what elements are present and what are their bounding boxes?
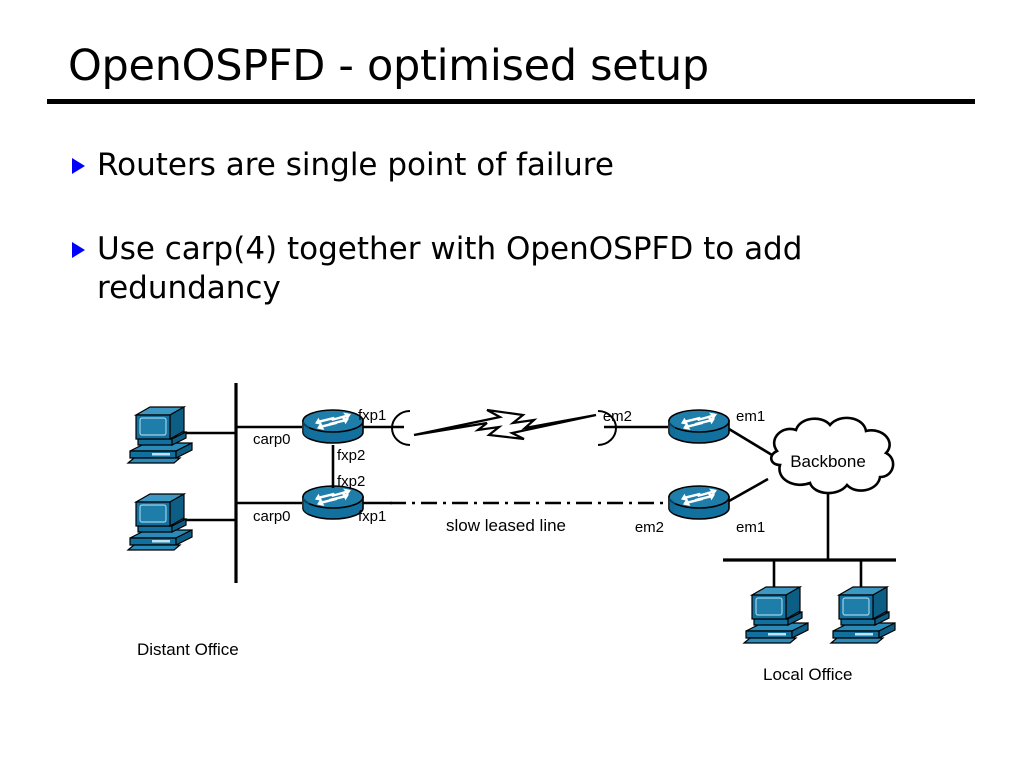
lightning-bolt-icon bbox=[413, 408, 597, 441]
router-distant-bottom bbox=[302, 485, 364, 520]
router-local-bottom bbox=[668, 485, 730, 520]
label-backbone: Backbone bbox=[790, 452, 866, 471]
label-slow-leased-line: slow leased line bbox=[446, 516, 566, 535]
workstation-distant-top bbox=[127, 406, 193, 464]
label-distant-office: Distant Office bbox=[137, 640, 239, 659]
workstation-local-left bbox=[743, 586, 809, 644]
workstation-distant-bottom bbox=[127, 493, 193, 551]
label-router2-fxp1: fxp1 bbox=[358, 508, 386, 525]
bullet-item-1: Routers are single point of failure bbox=[72, 146, 952, 186]
wan-left-paren bbox=[391, 410, 411, 446]
router-local-top bbox=[668, 409, 730, 444]
label-router3-em1: em1 bbox=[736, 408, 765, 425]
label-router1-carp0: carp0 bbox=[253, 431, 291, 448]
network-topology-diagram: carp0 fxp1 fxp2 fxp2 carp0 fxp1 slow lea… bbox=[0, 355, 1024, 715]
label-router1-fxp2: fxp2 bbox=[337, 447, 365, 464]
label-router2-fxp2: fxp2 bbox=[337, 473, 365, 490]
bullet-item-1-label: Routers are single point of failure bbox=[97, 147, 614, 183]
label-router4-em2: em2 bbox=[635, 519, 664, 536]
triangle-right-bullet-icon bbox=[72, 158, 85, 174]
router-distant-top bbox=[302, 409, 364, 444]
wire-router3-to-cloud bbox=[728, 427, 773, 457]
wire-router4-to-cloud bbox=[728, 477, 769, 503]
label-router2-carp0: carp0 bbox=[253, 508, 291, 525]
label-router3-em2: em2 bbox=[603, 408, 632, 425]
label-router4-em1: em1 bbox=[736, 519, 765, 536]
cloud-backbone bbox=[770, 416, 895, 495]
bullet-item-2-label: Use carp(4) together with OpenOSPFD to a… bbox=[97, 230, 803, 307]
label-local-office: Local Office bbox=[763, 665, 852, 684]
bullet-list: Routers are single point of failure Use … bbox=[72, 146, 952, 353]
title-underline-rule bbox=[47, 99, 975, 104]
triangle-right-bullet-icon bbox=[72, 241, 85, 258]
workstation-local-right bbox=[830, 586, 896, 644]
label-router1-fxp1: fxp1 bbox=[358, 407, 386, 424]
cloud-icon bbox=[770, 416, 895, 495]
bullet-item-2: Use carp(4) together with OpenOSPFD to a… bbox=[72, 230, 952, 309]
page-title: OpenOSPFD - optimised setup bbox=[68, 41, 709, 91]
